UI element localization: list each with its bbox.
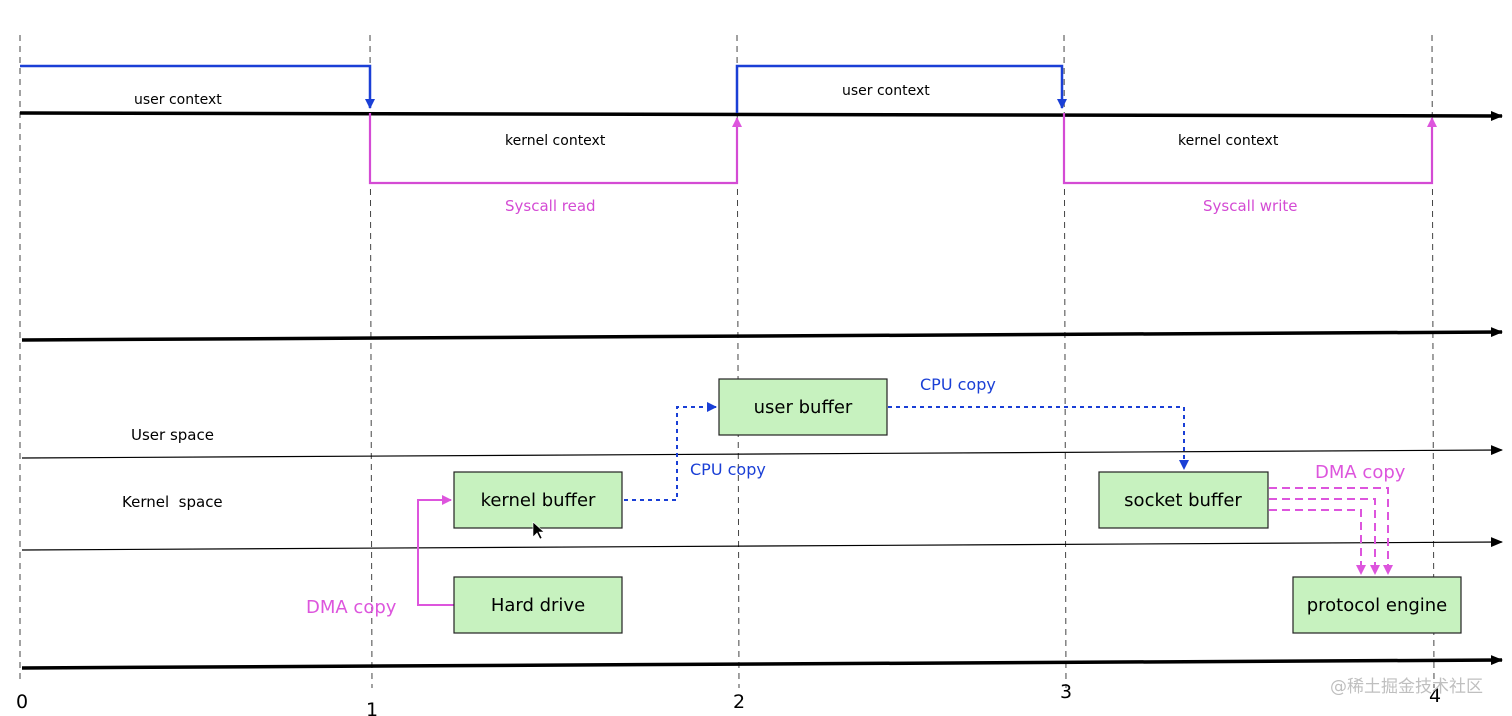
time-marker-2	[736, 34, 740, 689]
cpu-copy-label-top: CPU copy	[920, 375, 996, 394]
user-buffer-label: user buffer	[754, 397, 853, 418]
tick-label-0: 0	[16, 691, 28, 713]
top-timeline-axis	[19, 110, 1503, 121]
kernel-space-divider	[21, 537, 1503, 551]
user-context-line-1	[20, 64, 375, 109]
socket-buffer-box: socket buffer	[1098, 471, 1269, 529]
cpu-copy-arrow-kernel-to-user	[624, 402, 717, 501]
kernel-context-label-1: kernel context	[505, 133, 606, 149]
protocol-engine-box: protocol engine	[1292, 576, 1462, 634]
hard-drive-label: Hard drive	[491, 595, 585, 616]
tick-label-3: 3	[1060, 681, 1072, 703]
time-marker-3	[1063, 34, 1067, 689]
mouse-cursor-icon	[532, 521, 545, 540]
tick-label-4: 4	[1429, 685, 1441, 707]
user-space-divider	[21, 445, 1503, 459]
dma-copy-arrows-socket-to-engine	[1269, 487, 1393, 575]
middle-axis	[21, 327, 1503, 342]
user-context-label-2: user context	[842, 83, 930, 99]
user-context-label-1: user context	[134, 92, 222, 108]
cpu-copy-arrow-user-to-socket	[888, 406, 1189, 470]
kernel-buffer-box: kernel buffer	[453, 471, 623, 529]
kernel-context-line-2	[1062, 113, 1437, 185]
bottom-timeline-axis	[21, 655, 1503, 670]
tick-label-2: 2	[733, 691, 745, 713]
user-space-label: User space	[131, 426, 214, 444]
user-context-line-2	[735, 64, 1067, 113]
cpu-copy-label-mid: CPU copy	[690, 460, 766, 479]
dma-copy-label-left: DMA copy	[306, 597, 397, 618]
hard-drive-box: Hard drive	[453, 576, 623, 634]
dma-copy-arrow-disk-to-kernel	[417, 495, 454, 606]
dma-copy-arrow-3	[1269, 509, 1366, 575]
user-buffer-box: user buffer	[718, 378, 888, 436]
tick-label-1: 1	[366, 699, 378, 716]
kernel-context-line-1	[368, 113, 742, 185]
dma-copy-arrow-1	[1269, 487, 1393, 575]
syscall-read-label: Syscall read	[505, 197, 596, 215]
socket-buffer-label: socket buffer	[1124, 490, 1242, 511]
time-marker-1	[369, 34, 373, 689]
syscall-write-label: Syscall write	[1203, 197, 1297, 215]
kernel-context-label-2: kernel context	[1178, 133, 1279, 149]
dma-copy-arrow-2	[1269, 498, 1380, 575]
protocol-engine-label: protocol engine	[1307, 595, 1448, 616]
dma-copy-label-right: DMA copy	[1315, 462, 1406, 483]
kernel-space-label: Kernel space	[122, 493, 223, 511]
watermark: @稀土掘金技术社区	[1330, 677, 1483, 697]
kernel-buffer-label: kernel buffer	[481, 490, 596, 511]
